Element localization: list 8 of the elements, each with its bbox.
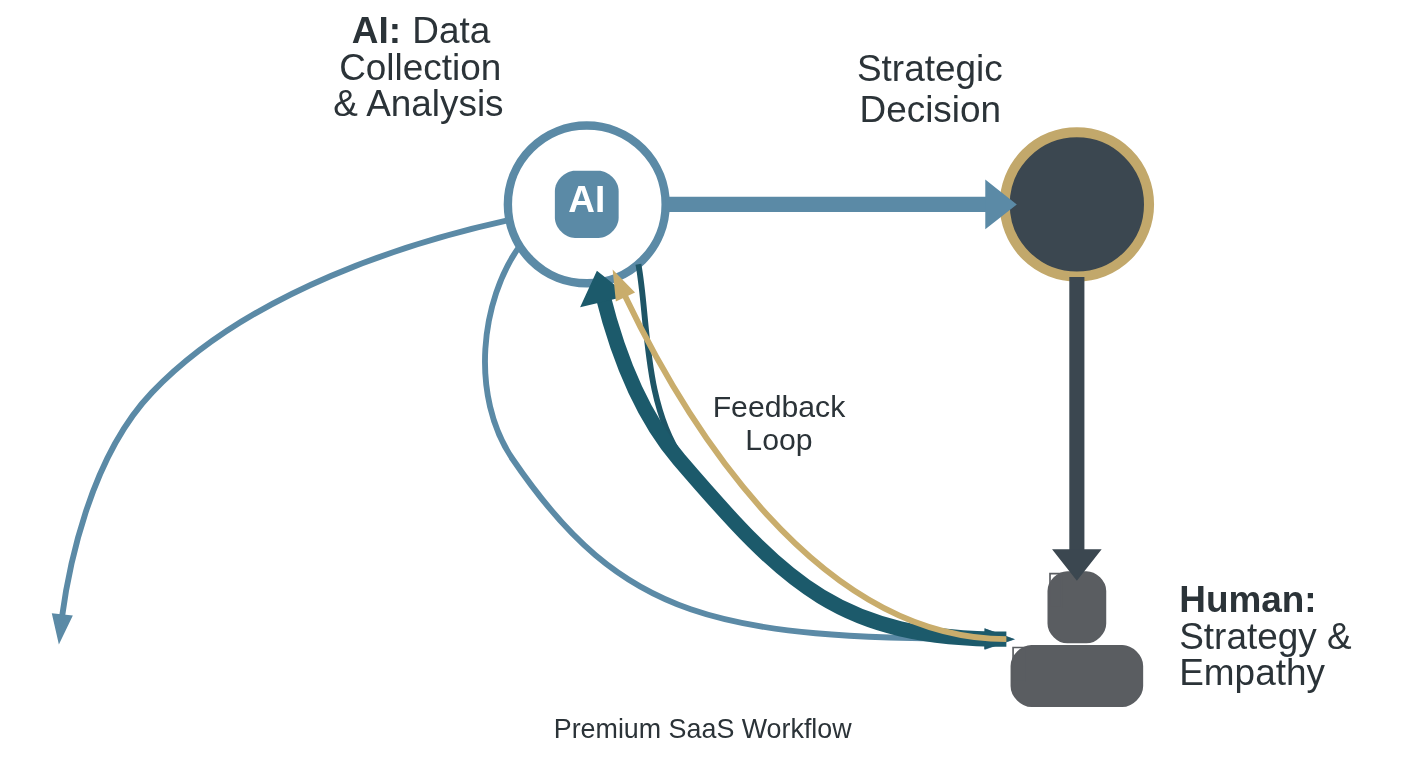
node-label: Human: Strategy & Empathy: [1179, 578, 1352, 694]
node-circle: [999, 127, 1155, 282]
edge-label: Feedback Loop: [712, 389, 846, 457]
caption: Premium SaaS Workflow: [553, 713, 852, 744]
node-label: AI: Data Collection & Analysis: [333, 9, 504, 125]
node-label: Strategic Decision: [856, 48, 1003, 130]
node-circle: AI: [503, 121, 670, 288]
arrow: [1052, 276, 1102, 581]
